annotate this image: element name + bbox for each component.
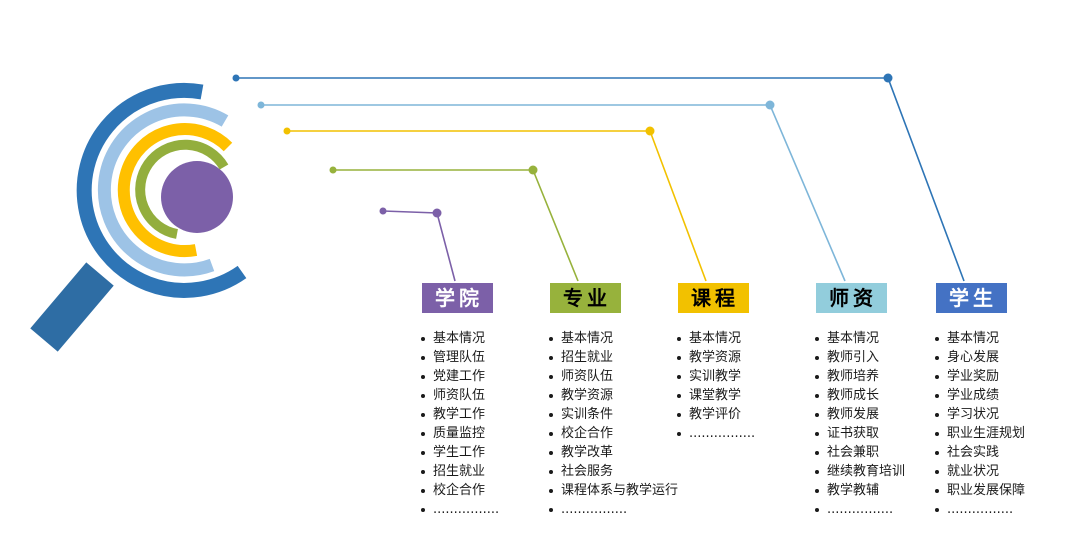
magnifier-outer-ring: [76, 82, 247, 298]
list-item: 校企合作: [546, 424, 678, 443]
category-course: 课程 基本情况 教学资源 实训教学 课堂教学 教学评价 ............…: [674, 283, 755, 443]
list-item: 教学工作: [418, 405, 499, 424]
category-major-header: 专业: [550, 283, 621, 313]
list-item: 基本情况: [418, 329, 499, 348]
connector-college: [379, 207, 456, 282]
list-item: 招生就业: [418, 462, 499, 481]
list-item: 学习状况: [932, 405, 1025, 424]
list-item-ellipsis: ................: [932, 500, 1025, 519]
connector-major-line: [333, 169, 579, 282]
list-item: 党建工作: [418, 367, 499, 386]
list-item: 实训教学: [674, 367, 755, 386]
category-course-header: 课程: [678, 283, 749, 313]
magnifier-center-circle: [161, 161, 233, 233]
list-item: 教学教辅: [812, 481, 905, 500]
list-item: 教学改革: [546, 443, 678, 462]
connector-student: [232, 73, 965, 282]
list-item: 继续教育培训: [812, 462, 905, 481]
connector-major: [329, 165, 579, 282]
list-item: 基本情况: [932, 329, 1025, 348]
category-faculty-list: 基本情况 教师引入 教师培养 教师成长 教师发展 证书获取 社会兼职 继续教育培…: [812, 329, 905, 519]
list-item-ellipsis: ................: [812, 500, 905, 519]
list-item: 教学资源: [546, 386, 678, 405]
list-item: 基本情况: [812, 329, 905, 348]
connector-student-line: [236, 77, 965, 282]
list-item: 身心发展: [932, 348, 1025, 367]
list-item: 基本情况: [546, 329, 678, 348]
list-item: 管理队伍: [418, 348, 499, 367]
list-item: 教师培养: [812, 367, 905, 386]
list-item: 师资队伍: [418, 386, 499, 405]
list-item-ellipsis: ................: [546, 500, 678, 519]
list-item: 学业奖励: [932, 367, 1025, 386]
category-student-list: 基本情况 身心发展 学业奖励 学业成绩 学习状况 职业生涯规划 社会实践 就业状…: [932, 329, 1025, 519]
list-item: 教学资源: [674, 348, 755, 367]
connector-faculty-bend-dot: [765, 100, 775, 110]
magnifier-third-ring: [117, 123, 233, 258]
connector-major-bend-dot: [528, 165, 538, 175]
list-item: 课堂教学: [674, 386, 755, 405]
list-item: 质量监控: [418, 424, 499, 443]
connector-course-line: [287, 130, 707, 282]
connector-major-start-dot: [329, 166, 337, 174]
list-item: 课程体系与教学运行: [546, 481, 678, 500]
magnifier-second-ring: [97, 103, 229, 277]
magnifier-fourth-ring: [135, 139, 229, 239]
list-item: 校企合作: [418, 481, 499, 500]
list-item: 社会兼职: [812, 443, 905, 462]
magnifier-handle: [30, 262, 114, 352]
list-item: 教师成长: [812, 386, 905, 405]
magnifier-icon: [30, 82, 247, 352]
list-item: 学业成绩: [932, 386, 1025, 405]
category-major: 专业 基本情况 招生就业 师资队伍 教学资源 实训条件 校企合作 教学改革 社会…: [546, 283, 678, 519]
list-item: 招生就业: [546, 348, 678, 367]
list-item-ellipsis: ................: [418, 500, 499, 519]
list-item: 职业发展保障: [932, 481, 1025, 500]
list-item: 实训条件: [546, 405, 678, 424]
category-course-list: 基本情况 教学资源 实训教学 课堂教学 教学评价 ...............…: [674, 329, 755, 443]
category-major-list: 基本情况 招生就业 师资队伍 教学资源 实训条件 校企合作 教学改革 社会服务 …: [546, 329, 678, 519]
list-item: 师资队伍: [546, 367, 678, 386]
list-item: 教师发展: [812, 405, 905, 424]
list-item: 教学评价: [674, 405, 755, 424]
category-college-header: 学院: [422, 283, 493, 313]
list-item-ellipsis: ................: [674, 424, 755, 443]
list-item: 职业生涯规划: [932, 424, 1025, 443]
category-faculty-header: 师资: [816, 283, 887, 313]
category-faculty: 师资 基本情况 教师引入 教师培养 教师成长 教师发展 证书获取 社会兼职 继续…: [812, 283, 905, 519]
connector-course-bend-dot: [645, 126, 655, 136]
connector-course-start-dot: [283, 127, 291, 135]
connector-course: [283, 126, 707, 282]
list-item: 就业状况: [932, 462, 1025, 481]
category-college-list: 基本情况 管理队伍 党建工作 师资队伍 教学工作 质量监控 学生工作 招生就业 …: [418, 329, 499, 519]
connector-faculty: [257, 100, 846, 282]
list-item: 教师引入: [812, 348, 905, 367]
list-item: 社会实践: [932, 443, 1025, 462]
connector-college-bend-dot: [432, 208, 442, 218]
connector-faculty-start-dot: [257, 101, 265, 109]
category-student: 学生 基本情况 身心发展 学业奖励 学业成绩 学习状况 职业生涯规划 社会实践 …: [932, 283, 1025, 519]
connector-student-start-dot: [232, 74, 240, 82]
connector-student-bend-dot: [883, 73, 893, 83]
category-student-header: 学生: [936, 283, 1007, 313]
list-item: 证书获取: [812, 424, 905, 443]
connector-college-start-dot: [379, 207, 387, 215]
list-item: 社会服务: [546, 462, 678, 481]
list-item: 基本情况: [674, 329, 755, 348]
category-college: 学院 基本情况 管理队伍 党建工作 师资队伍 教学工作 质量监控 学生工作 招生…: [418, 283, 499, 519]
connector-college-line: [382, 210, 456, 282]
list-item: 学生工作: [418, 443, 499, 462]
